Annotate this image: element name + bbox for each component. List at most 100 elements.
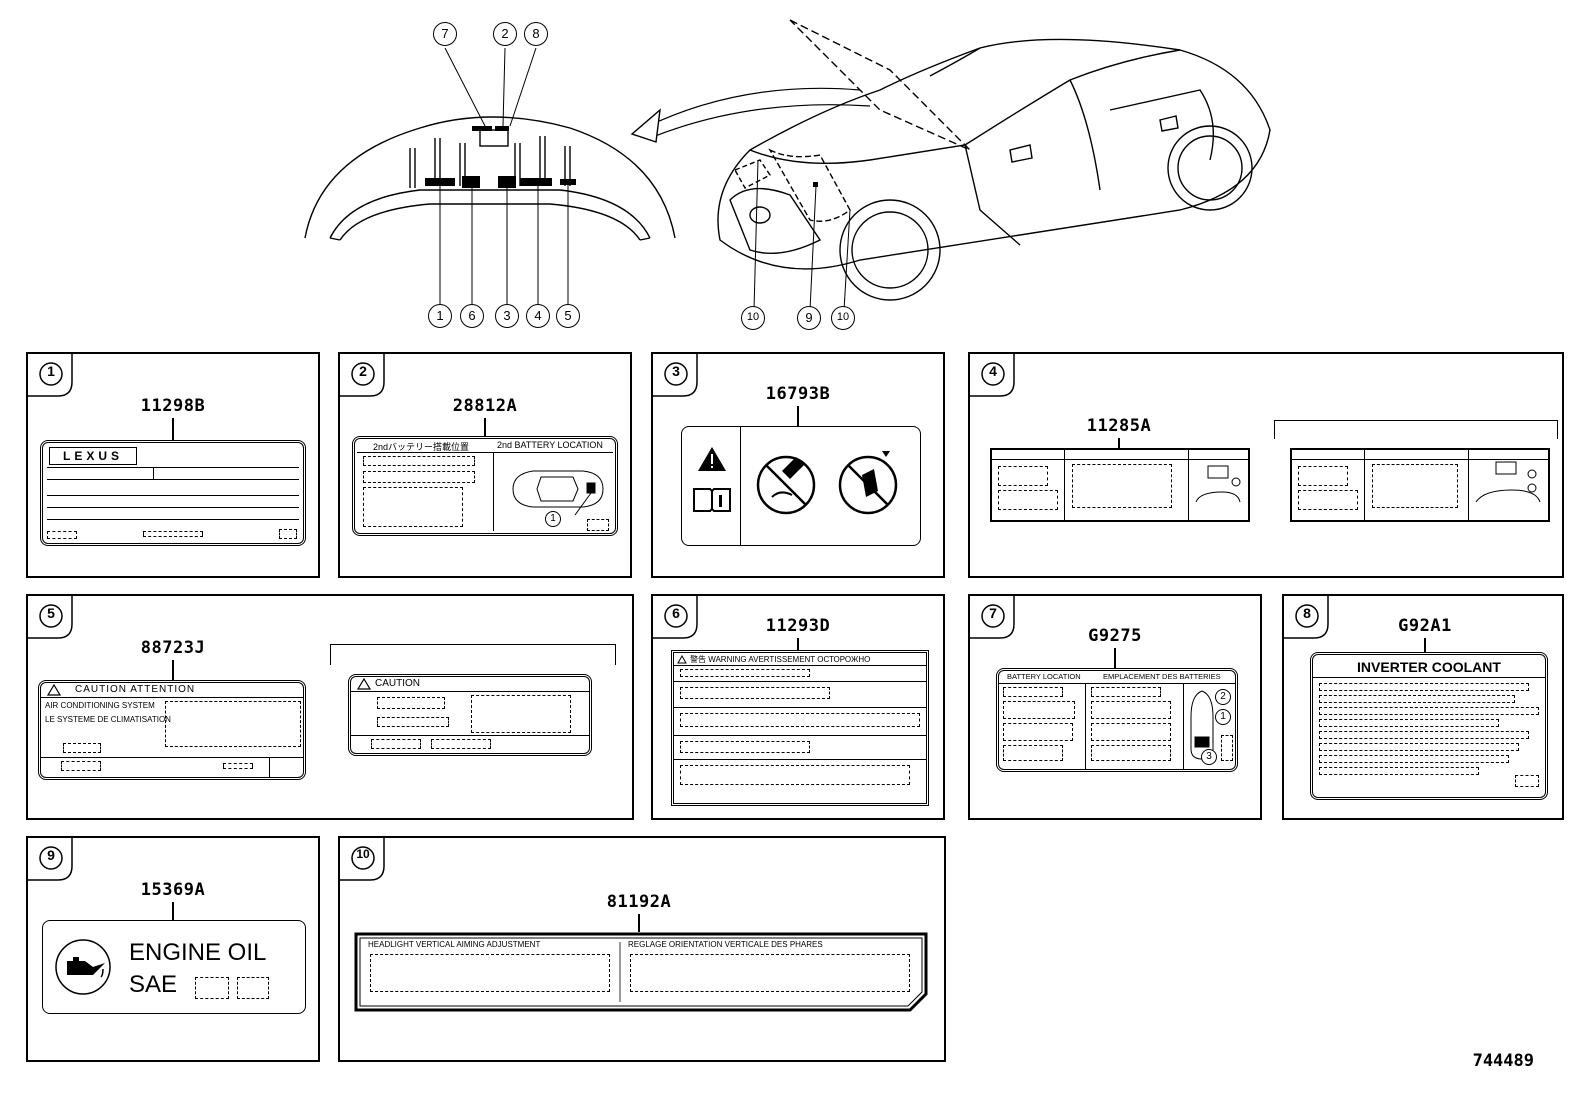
leader-line bbox=[797, 638, 799, 650]
car-overview: 10 9 10 bbox=[620, 10, 1300, 340]
leader-line bbox=[638, 914, 640, 932]
caution-header-b: CAUTION bbox=[375, 678, 420, 689]
no-spray-icon bbox=[756, 455, 816, 515]
warning-header: 警告 WARNING AVERTISSEMENT ОСТОРОЖНО bbox=[690, 655, 871, 664]
panel-index-badge: 7 bbox=[970, 596, 1018, 640]
leader-line bbox=[172, 418, 174, 440]
car-topview-icon bbox=[1475, 461, 1541, 503]
part-number: 16793B bbox=[765, 384, 831, 404]
callout-6: 6 bbox=[460, 304, 484, 328]
ac-system-fr-text: LE SYSTEME DE CLIMATISATION bbox=[45, 715, 171, 724]
part-number: 11293D bbox=[765, 616, 831, 636]
warning-triangle-icon bbox=[357, 678, 371, 690]
leader-line bbox=[172, 660, 174, 680]
leader-line bbox=[1424, 638, 1426, 652]
warning-triangle-icon bbox=[47, 684, 61, 696]
warning-triangle-icon bbox=[677, 655, 687, 664]
callout-2: 2 bbox=[493, 22, 517, 46]
leader-line bbox=[1114, 648, 1116, 668]
panel-index-badge: 3 bbox=[653, 354, 701, 398]
label-81192A: HEADLIGHT VERTICAL AIMING ADJUSTMENT REG… bbox=[350, 932, 934, 1012]
part-number: G92A1 bbox=[1398, 616, 1452, 636]
part-number: G9275 bbox=[1088, 626, 1142, 646]
sae-text: SAE bbox=[129, 971, 178, 998]
brand-logo: LEXUS bbox=[49, 447, 137, 465]
label-11298B: LEXUS bbox=[40, 440, 306, 546]
panel-index-badge: 8 bbox=[1284, 596, 1332, 640]
sae-grade-blank bbox=[237, 977, 269, 999]
panel-index-badge: 9 bbox=[28, 838, 76, 882]
label-11293D: 警告 WARNING AVERTISSEMENT ОСТОРОЖНО bbox=[671, 650, 929, 806]
callout-5: 5 bbox=[556, 304, 580, 328]
panel-index-badge: 6 bbox=[653, 596, 701, 640]
leader-line bbox=[484, 418, 486, 436]
label-28812A: 2ndバッテリー搭載位置 2nd BATTERY LOCATION 1 bbox=[352, 436, 618, 536]
engine-bay-drawing bbox=[304, 47, 676, 304]
car-drawing bbox=[630, 19, 1271, 311]
callout-10b: 10 bbox=[831, 306, 855, 330]
callout-7: 7 bbox=[433, 22, 457, 46]
figure-number: 744489 bbox=[1472, 1051, 1534, 1071]
no-touch-icon bbox=[838, 451, 898, 515]
callout-10a: 10 bbox=[741, 306, 765, 330]
car-topview-icon bbox=[512, 470, 604, 516]
engine-oil-text: ENGINE OIL bbox=[129, 939, 267, 966]
engine-bay-overview: 7 2 8 1 6 3 4 5 bbox=[300, 18, 680, 338]
panel-8: 8 G92A1 INVERTER COOLANT bbox=[1282, 594, 1564, 820]
callout-3: 3 bbox=[495, 304, 519, 328]
panel-index-badge: 5 bbox=[28, 596, 76, 640]
warning-triangle-icon bbox=[698, 447, 726, 471]
label-15369A: ENGINE OIL SAE bbox=[42, 920, 306, 1014]
part-number: 11298B bbox=[140, 396, 206, 416]
headlight-aiming-text: HEADLIGHT VERTICAL AIMING ADJUSTMENT bbox=[368, 940, 541, 949]
callout-9: 9 bbox=[797, 306, 821, 330]
panel-10: 10 81192A HEADLIGHT VERTICAL AIMING ADJU… bbox=[338, 836, 946, 1062]
callout-1: 1 bbox=[428, 304, 452, 328]
leader-line bbox=[797, 406, 799, 426]
part-number: 88723J bbox=[140, 638, 206, 658]
panel-index-badge: 1 bbox=[28, 354, 76, 398]
inverter-coolant-title: INVERTER COOLANT bbox=[1357, 659, 1501, 675]
callout-1: 1 bbox=[1215, 709, 1231, 725]
callout-3: 3 bbox=[1201, 749, 1217, 765]
leader-line bbox=[1118, 438, 1120, 448]
label-11285A-a bbox=[990, 448, 1250, 522]
label-11285A-b bbox=[1290, 448, 1550, 522]
panel-5: 5 88723J CAUTION ATTENTION AIR CONDITION… bbox=[26, 594, 634, 820]
battery-location-text: BATTERY LOCATION bbox=[1007, 672, 1081, 681]
caution-header: CAUTION ATTENTION bbox=[75, 684, 196, 695]
label-88723J-a: CAUTION ATTENTION AIR CONDITIONING SYSTE… bbox=[38, 680, 306, 780]
callout-2: 2 bbox=[1215, 689, 1231, 705]
battery-location-fr-text: EMPLACEMENT DES BATTERIES bbox=[1103, 672, 1221, 681]
label-16793B bbox=[681, 426, 921, 546]
label-G9275: BATTERY LOCATION EMPLACEMENT DES BATTERI… bbox=[996, 668, 1238, 772]
header-en: 2nd BATTERY LOCATION bbox=[497, 440, 603, 450]
manual-book-icon bbox=[693, 488, 731, 512]
panel-9: 9 15369A ENGINE OIL SAE bbox=[26, 836, 320, 1062]
panel-index-badge: 4 bbox=[970, 354, 1018, 398]
label-G92A1: INVERTER COOLANT bbox=[1310, 652, 1548, 800]
panel-7: 7 G9275 BATTERY LOCATION EMPLACEMENT DES… bbox=[968, 594, 1262, 820]
part-number: 28812A bbox=[452, 396, 518, 416]
car-topview-icon bbox=[1195, 465, 1241, 503]
panel-3: 3 16793B bbox=[651, 352, 945, 578]
panel-1: 1 11298B LEXUS bbox=[26, 352, 320, 578]
panel-6: 6 11293D 警告 WARNING AVERTISSEMENT ОСТОРО… bbox=[651, 594, 945, 820]
label-88723J-b: CAUTION bbox=[348, 674, 592, 756]
panel-index-badge: 10 bbox=[340, 838, 388, 882]
part-number: 15369A bbox=[140, 880, 206, 900]
headlight-aiming-fr-text: REGLAGE ORIENTATION VERTICALE DES PHARES bbox=[628, 940, 823, 949]
leader-line bbox=[172, 902, 174, 920]
callout-4: 4 bbox=[526, 304, 550, 328]
ac-system-text: AIR CONDITIONING SYSTEM bbox=[45, 701, 155, 710]
part-number: 11285A bbox=[1086, 416, 1152, 436]
callout-8: 8 bbox=[524, 22, 548, 46]
panel-2: 2 28812A 2ndバッテリー搭載位置 2nd BATTERY LOCATI… bbox=[338, 352, 632, 578]
part-number: 81192A bbox=[606, 892, 672, 912]
panel-index-badge: 2 bbox=[340, 354, 388, 398]
variant-bracket bbox=[330, 644, 616, 665]
header-jp: 2ndバッテリー搭載位置 bbox=[373, 442, 470, 452]
variant-bracket bbox=[1274, 420, 1558, 439]
sae-grade-blank bbox=[195, 977, 229, 999]
callout-1: 1 bbox=[545, 511, 561, 527]
